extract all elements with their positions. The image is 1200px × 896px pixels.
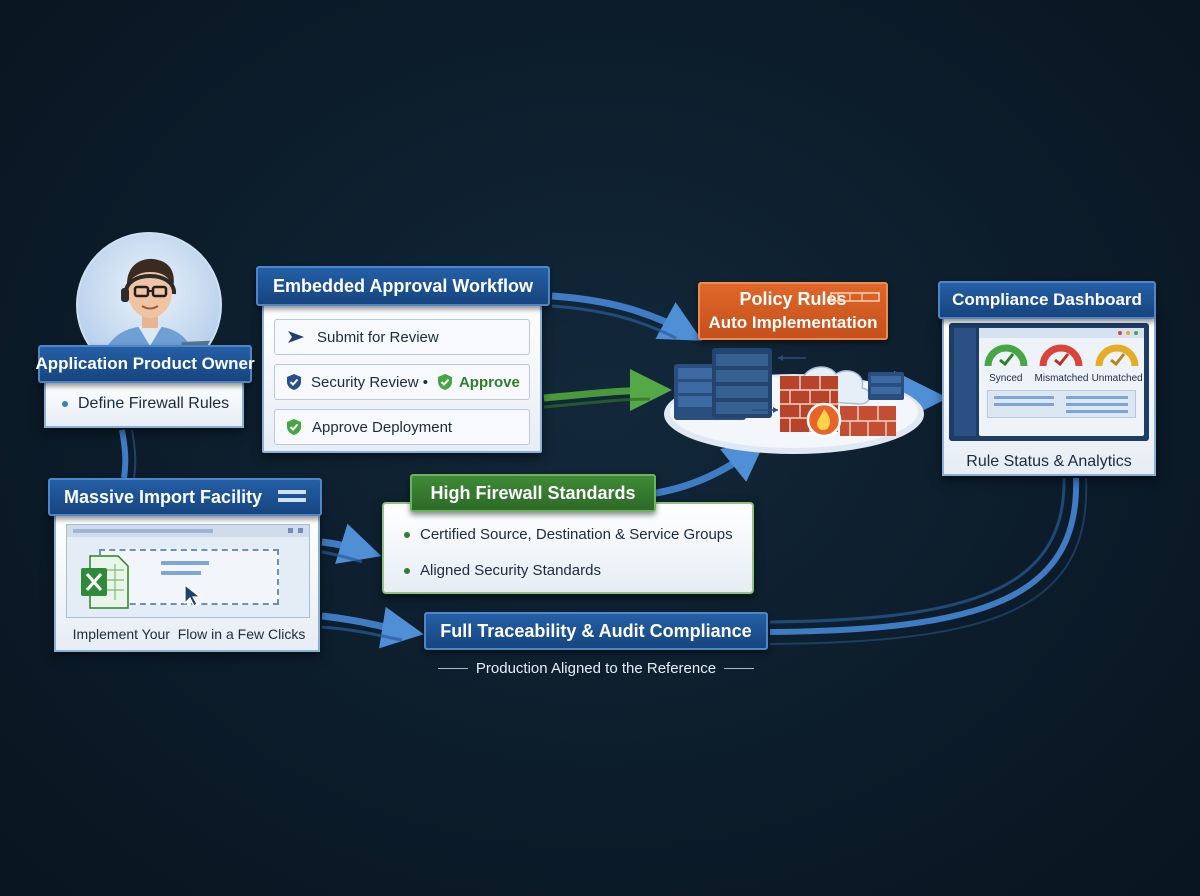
arrow-import-to-standards (321, 523, 382, 564)
gauge-synced-label: Synced (989, 373, 1023, 384)
arrow-import-to-traceability (321, 606, 424, 649)
gauge-unmatched-label: Unmatched (1091, 373, 1143, 384)
bullet-icon (404, 567, 410, 574)
dashboard-titlebar (979, 328, 1144, 338)
send-arrow-icon (288, 331, 304, 343)
subtitle-rule-right (724, 667, 755, 669)
shield-check-icon (287, 374, 301, 390)
bullet-icon (404, 531, 410, 538)
policy-infrastructure-illustration (660, 336, 928, 456)
spreadsheet-file-icon (81, 555, 129, 609)
step-submit-label: Submit for Review (317, 328, 439, 346)
step-approve-label: Approve (458, 373, 520, 391)
traceability-subtitle-row: Production Aligned to the Reference (424, 656, 768, 680)
arrow-standards-to-policy (649, 439, 766, 498)
step-deploy-label: Approve Deployment (312, 418, 453, 436)
arrow-workflow-to-policy (551, 292, 703, 341)
bullet-icon (62, 401, 68, 407)
menu-lines-icon (278, 490, 307, 502)
rack-badge-icon (830, 292, 880, 302)
drop-zone-line (161, 561, 209, 565)
table-line (1066, 396, 1128, 399)
standards-header: High Firewall Standards (410, 474, 656, 512)
window-dot-icon (1118, 331, 1122, 335)
gauge-mismatched-icon (1039, 344, 1083, 367)
traceability-subtitle: Production Aligned to the Reference (475, 659, 717, 677)
cursor-pointer-icon (184, 583, 202, 607)
browser-bar-line (73, 529, 213, 533)
product-owner-panel: Define Firewall Rules (44, 380, 244, 428)
gauge-unmatched: Unmatched (1091, 342, 1143, 384)
step-security-label: Security Review • (311, 373, 428, 391)
workflow-title: Embedded Approval Workflow (272, 275, 534, 296)
gauge-mismatched-label: Mismatched (1034, 373, 1089, 384)
standards-item-2: Aligned Security Standards (404, 562, 601, 579)
import-header: Massive Import Facility (48, 478, 322, 516)
table-line (1066, 410, 1128, 413)
gauge-row: Synced Mismatched Unmatched (979, 342, 1144, 384)
standards-item-1: Certified Source, Destination & Service … (404, 526, 733, 543)
table-line (1066, 403, 1128, 406)
window-dot-icon (288, 528, 293, 533)
line-owner-to-import (119, 429, 129, 479)
step-approve-deployment[interactable]: Approve Deployment (274, 409, 530, 445)
policy-header: Policy Rules Auto Implementation (698, 282, 888, 340)
standards-panel: Certified Source, Destination & Service … (382, 502, 754, 594)
arrow-approve-to-policy (543, 369, 672, 412)
policy-subtitle: Auto Implementation (708, 313, 878, 332)
table-line (994, 403, 1054, 406)
subtitle-rule-left (437, 667, 468, 669)
dashboard-window: Synced Mismatched Unmatched (979, 328, 1144, 436)
import-panel: Implement Your Flow in a Few Clicks (54, 514, 320, 652)
gauge-unmatched-icon (1095, 344, 1139, 367)
deploy-check-icon (287, 419, 301, 435)
gauge-synced-icon (984, 344, 1028, 367)
drop-zone-line (161, 571, 201, 575)
window-dot-icon (1134, 331, 1138, 335)
workflow-panel: Submit for Review Security Review • Appr… (262, 303, 542, 453)
product-owner-title: Application Product Owner (35, 354, 255, 373)
dashboard-panel: Synced Mismatched Unmatched (942, 316, 1156, 476)
dashboard-footer: Rule Status & Analytics (966, 453, 1132, 470)
table-line (994, 396, 1054, 399)
policy-title: Policy Rules (739, 289, 847, 309)
approve-check-icon (437, 374, 452, 390)
browser-titlebar (67, 525, 309, 537)
dashboard-header: Compliance Dashboard (938, 281, 1156, 319)
gauge-synced: Synced (980, 342, 1032, 384)
standards-title: High Firewall Standards (430, 482, 636, 503)
import-caption: Implement Your Flow in a Few Clicks (72, 626, 306, 642)
window-dot-icon (298, 528, 303, 533)
window-dot-icon (1126, 331, 1130, 335)
traceability-header: Full Traceability & Audit Compliance (424, 612, 768, 650)
import-title: Massive Import Facility (64, 486, 263, 507)
step-security-review[interactable]: Security Review • Approve (274, 364, 530, 400)
dashboard-table (987, 390, 1136, 418)
gauge-mismatched: Mismatched (1033, 342, 1089, 384)
dashboard-title: Compliance Dashboard (952, 290, 1142, 309)
step-submit-for-review[interactable]: Submit for Review (274, 319, 530, 355)
define-firewall-rules-label: Define Firewall Rules (78, 395, 230, 412)
workflow-header: Embedded Approval Workflow (256, 266, 550, 306)
standards-item-2-label: Aligned Security Standards (420, 562, 601, 579)
traceability-title: Full Traceability & Audit Compliance (440, 620, 752, 641)
dashboard-screen: Synced Mismatched Unmatched (949, 323, 1149, 441)
servers-firewall-cloud-icon (664, 348, 924, 454)
dashboard-sidebar (954, 328, 976, 436)
arrow-dashboard-to-traceability (769, 477, 1080, 635)
product-owner-header: Application Product Owner (35, 345, 255, 383)
standards-item-1-label: Certified Source, Destination & Service … (420, 526, 733, 543)
